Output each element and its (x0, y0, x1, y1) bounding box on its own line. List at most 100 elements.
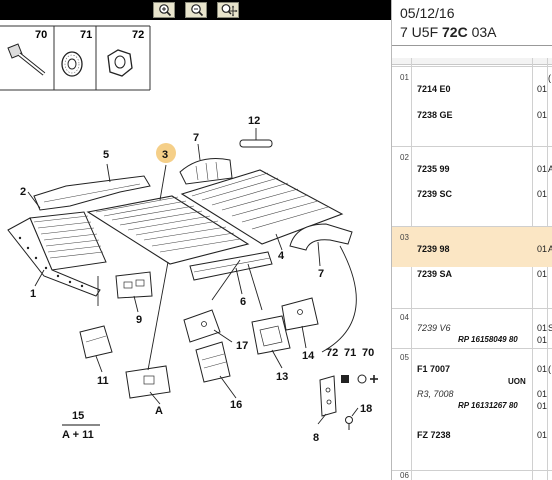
model-prefix: 7 U5F (400, 24, 439, 40)
part-2-left-rail (7, 211, 107, 297)
part-18-clip (345, 416, 353, 430)
part-tag: UON (508, 377, 526, 386)
callout-71[interactable]: 71 (344, 347, 356, 359)
part-qty: 01 (537, 389, 548, 399)
callout-15[interactable]: 15 (72, 410, 84, 422)
part-4-right-floor (180, 169, 344, 245)
diagram-panel: 70 71 72 (0, 0, 392, 480)
zoom-out-button[interactable] (185, 2, 207, 18)
callout-16[interactable]: 16 (230, 399, 242, 411)
part-qty: 01 (537, 401, 548, 411)
part-qty: 01 (537, 189, 548, 199)
callout-14[interactable]: 14 (302, 350, 315, 362)
part-qty: 01 (537, 164, 548, 174)
rp-number: RP 16131267 80 (458, 401, 518, 410)
callout-18[interactable]: 18 (360, 403, 372, 415)
part-13-bracket (251, 315, 291, 355)
part-ref[interactable]: 7239 V6 (417, 323, 451, 333)
part-14-bracket (281, 297, 319, 331)
callout-70[interactable]: 70 (362, 347, 374, 359)
column-divider (532, 58, 533, 480)
zoom-toolbar (0, 0, 391, 20)
part-A-bracket (125, 365, 171, 399)
callout-4[interactable]: 4 (278, 250, 285, 262)
part-17-bracket (183, 309, 221, 343)
washer-71-icon (61, 51, 83, 77)
part-ref[interactable]: 7239 SA (417, 269, 453, 279)
part-ref[interactable]: FZ 7238 (417, 430, 451, 440)
catalog-model: 7 U5F 72C 03A (400, 24, 497, 40)
part-9-bracket (115, 271, 153, 299)
part-ref[interactable]: F1 7007 (417, 364, 451, 374)
column-divider (547, 58, 548, 480)
label-72: 72 (132, 29, 144, 41)
bolt-70-icon (7, 43, 46, 76)
part-ref[interactable]: 7214 E0 (417, 84, 451, 94)
rp-number: RP 16158049 80 (458, 335, 518, 344)
parts-group-04[interactable]: 04 7239 V6 01 RP 16158049 80 01 S (392, 308, 552, 349)
parts-group-03-cont[interactable]: 7239 SA 01 (392, 266, 552, 308)
leader-lines (27, 128, 359, 425)
callout-8[interactable]: 8 (313, 432, 319, 444)
part-ref[interactable]: R3, 7008 (417, 389, 454, 399)
label-70: 70 (35, 29, 47, 41)
part-ref[interactable]: 7238 GE (417, 110, 453, 120)
parts-group-03-selected[interactable]: 03 7239 98 01 A (392, 226, 552, 267)
part-16-bracket (195, 341, 231, 383)
callout-3-highlight (156, 143, 176, 163)
zoom-in-button[interactable] (153, 2, 175, 18)
part-ref[interactable]: 7239 98 (417, 244, 450, 254)
part-5-crossmember (33, 175, 151, 211)
part-qty: 01 (537, 430, 548, 440)
part-qty: 01 (537, 84, 548, 94)
part-ref[interactable]: 7239 SC (417, 189, 453, 199)
callout-11[interactable]: 11 (97, 375, 109, 387)
callout-15-sub: A + 11 (62, 429, 94, 441)
catalog-date: 05/12/16 (400, 5, 455, 21)
part-7-wheel-arch (289, 223, 353, 251)
callout-13[interactable]: 13 (276, 371, 288, 383)
callout-72[interactable]: 72 (326, 347, 338, 359)
parts-group-01[interactable]: 01 7214 E0 01 7238 GE 01 ( (392, 66, 552, 147)
callout-7-right[interactable]: 7 (318, 268, 324, 280)
magnifier-minus-icon (191, 4, 204, 17)
zoom-fit-button[interactable] (217, 2, 239, 18)
part-12-strip (239, 139, 273, 148)
parts-list-panel: 05/12/16 7 U5F 72C 03A 01 7214 E0 01 723… (392, 0, 552, 480)
parts-group-06[interactable]: 06 (392, 470, 552, 480)
callout-9[interactable]: 9 (136, 314, 142, 326)
part-ref[interactable]: 7235 99 (417, 164, 450, 174)
callout-7-top[interactable]: 7 (193, 132, 199, 144)
group-number: 03 (400, 233, 409, 242)
magnifier-plus-icon (159, 4, 172, 17)
callout-6[interactable]: 6 (240, 296, 246, 308)
parts-group-02[interactable]: 02 7235 99 01 7239 SC 01 A (392, 146, 552, 227)
callout-17[interactable]: 17 (236, 340, 248, 352)
model-suffix: 03A (471, 24, 497, 40)
parts-group-05[interactable]: 05 F1 7007 01 UON R3, 7008 01 RP 1613126… (392, 348, 552, 471)
part-qty: 01 (537, 269, 548, 279)
callout-3[interactable]: 3 (162, 149, 168, 161)
part-8-bracket (319, 375, 337, 417)
group-number: 05 (400, 353, 409, 362)
part-qty: 01 (537, 364, 548, 374)
part-3-center-floor (86, 195, 250, 265)
callout-2[interactable]: 2 (20, 186, 26, 198)
label-71: 71 (80, 29, 92, 41)
callout-12[interactable]: 12 (248, 115, 260, 127)
callout-A[interactable]: A (155, 405, 163, 417)
nut-72-icon (107, 49, 133, 77)
callout-5[interactable]: 5 (103, 149, 109, 161)
clipped-text: A (548, 164, 552, 174)
group-number: 01 (400, 73, 409, 82)
part-6-rear-rail (189, 251, 273, 281)
hardware-legend: 70 71 72 (0, 25, 151, 91)
header-divider (392, 45, 552, 46)
group-number: 06 (400, 471, 409, 480)
fastener-set-icon (341, 374, 378, 384)
clipped-text: A (548, 244, 552, 254)
part-qty: 01 (537, 244, 548, 254)
part-7-heel-kick (179, 158, 233, 185)
part-qty: 01 (537, 335, 548, 345)
callout-1[interactable]: 1 (30, 288, 36, 300)
